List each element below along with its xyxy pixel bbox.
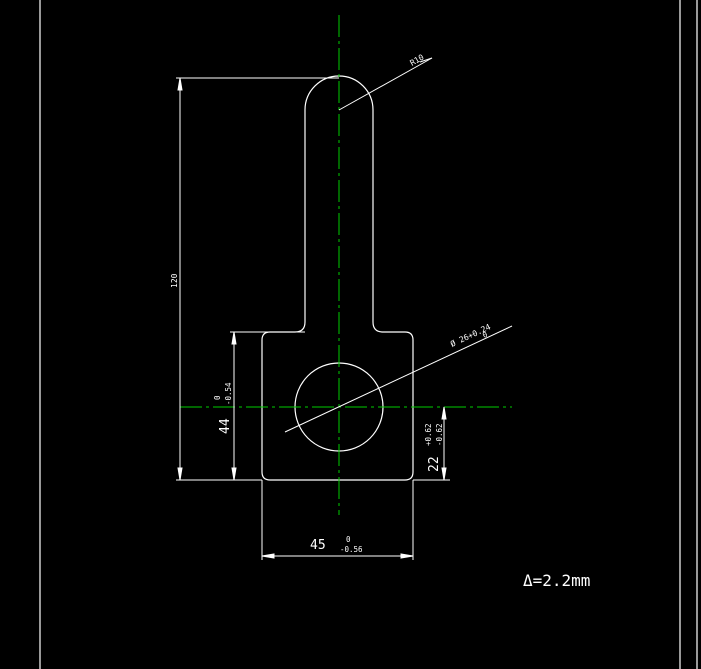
height-44-upper-tol: 0 — [213, 395, 222, 400]
hole-diameter-lower-label: 0 — [481, 330, 489, 340]
height-22-upper-tol: +0.62 — [424, 423, 433, 446]
height-total-label: 120 — [170, 273, 179, 288]
width-45-lower-tol: -0.56 — [340, 545, 363, 554]
height-44-label: 44 — [218, 418, 233, 434]
width-45-upper-tol: 0 — [346, 535, 351, 544]
height-22-label: 22 — [427, 456, 442, 472]
part-outline — [261, 75, 414, 481]
delta-note: Δ=2.2mm — [523, 571, 590, 590]
radius-label: R10 — [409, 53, 426, 68]
height-22-lower-tol: -0.62 — [435, 423, 444, 446]
height-44-lower-tol: -0.54 — [224, 382, 233, 405]
width-45-label: 45 — [310, 538, 326, 553]
drawing-frame — [39, 0, 698, 669]
centerlines — [180, 15, 512, 515]
dimension-lines — [176, 57, 513, 560]
